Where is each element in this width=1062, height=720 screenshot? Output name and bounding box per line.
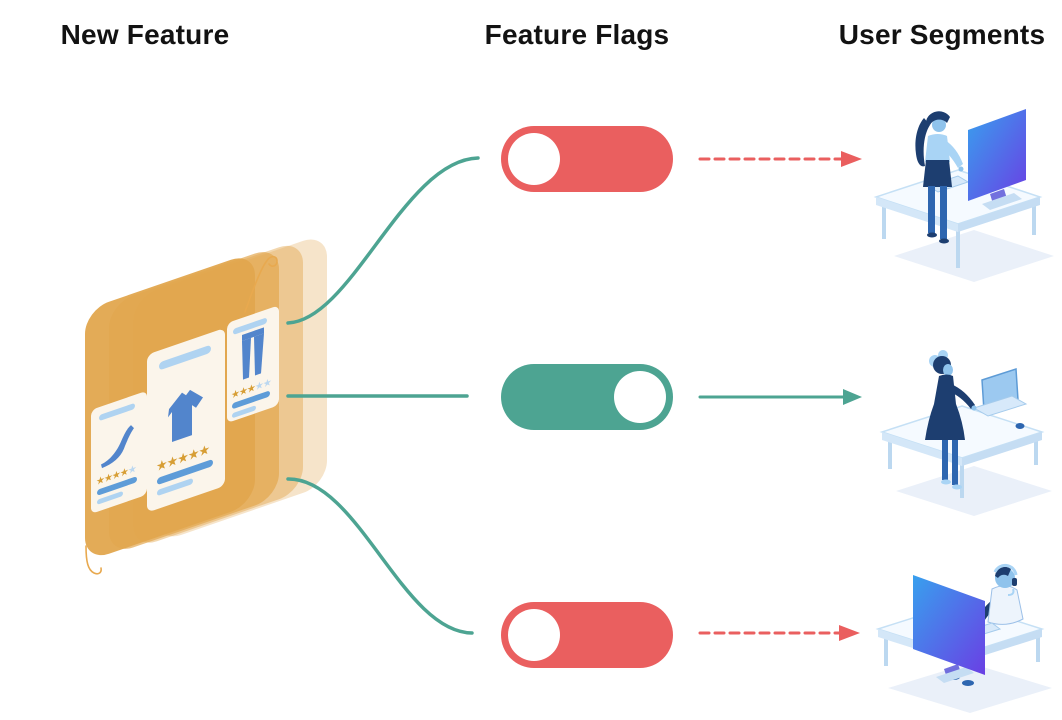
platform-shadow <box>894 230 1054 282</box>
tshirt-icon <box>168 389 203 443</box>
monitor <box>968 109 1026 210</box>
feature-flag-toggle-1[interactable] <box>501 126 673 192</box>
product-card-tshirt: ★★★★★ <box>147 329 225 511</box>
product-card-trousers: ★★★★★ <box>227 306 279 422</box>
hanger-wire-top <box>244 255 278 313</box>
new-feature-illustration: ★★★★★ ★★★★★ <box>85 239 327 575</box>
hair <box>915 118 930 167</box>
shoe-icon <box>101 425 134 469</box>
person-standing <box>925 350 977 490</box>
product-card-shoe: ★★★★★ <box>91 392 147 513</box>
foot <box>962 680 974 686</box>
headset-mic <box>1007 588 1015 596</box>
toggle-knob <box>508 133 560 185</box>
platform-shadow <box>896 466 1052 516</box>
monitor <box>913 575 985 683</box>
user-segment-2-illustration <box>879 350 1052 516</box>
column-header-new-feature: New Feature <box>60 19 230 50</box>
arm <box>941 140 963 168</box>
shirt <box>987 585 1024 625</box>
hanger-wire-bottom <box>85 545 102 575</box>
toggle-knob <box>508 609 560 661</box>
dress <box>925 374 965 440</box>
toggle-knob <box>614 371 666 423</box>
trousers-icon <box>242 327 264 380</box>
skirt <box>923 160 952 187</box>
arm <box>948 384 975 409</box>
headset-earcup <box>1012 578 1017 586</box>
column-header-feature-flags: Feature Flags <box>484 19 670 50</box>
mouse <box>1015 423 1025 429</box>
arrow-flag-1-to-segment-1 <box>698 151 862 167</box>
user-segment-3-illustration <box>875 563 1052 713</box>
feature-flag-toggle-3[interactable] <box>501 602 673 668</box>
headset-band <box>993 563 1018 576</box>
platform-shadow <box>888 663 1052 713</box>
column-header-user-segments: User Segments <box>838 19 1046 50</box>
person-standing <box>915 111 964 244</box>
laptop <box>972 367 1028 417</box>
hair <box>995 566 1011 578</box>
user-segment-1-illustration <box>873 109 1054 282</box>
arrow-flag-3-to-segment-3 <box>698 625 860 641</box>
stacked-screens: ★★★★★ ★★★★★ <box>85 239 327 556</box>
arrow-flag-2-to-segment-2 <box>698 389 862 405</box>
torso <box>925 134 950 165</box>
feature-flag-toggle-2[interactable] <box>501 364 673 430</box>
